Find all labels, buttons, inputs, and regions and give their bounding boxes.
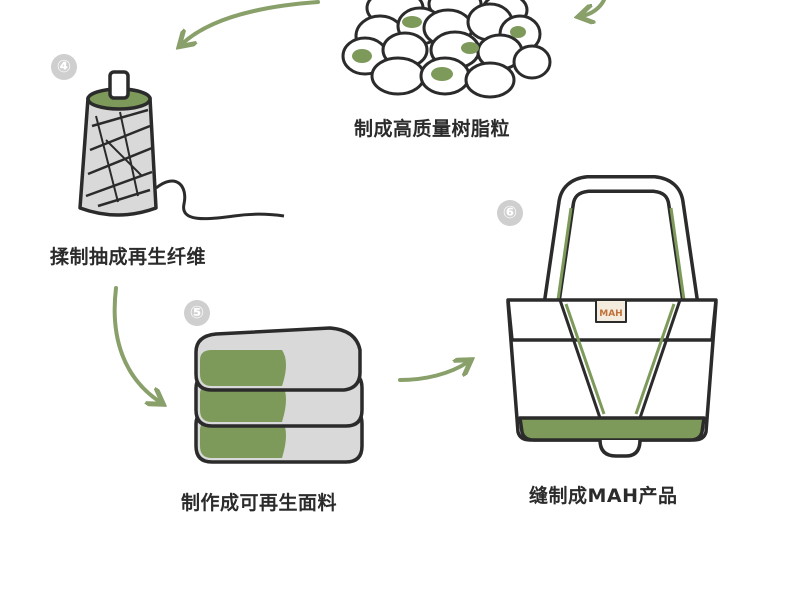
step-5-label: 制作成可再生面料 bbox=[181, 492, 338, 514]
tote-bag-illustration bbox=[506, 175, 718, 458]
arrow-fabric-to-bag bbox=[398, 362, 468, 382]
step-6-label: 缝制成MAH产品 bbox=[529, 485, 678, 507]
fiber-spool-illustration bbox=[78, 70, 285, 221]
step-4-label: 揉制抽成再生纤维 bbox=[50, 246, 207, 268]
arrow-top-left bbox=[182, 0, 320, 44]
bag-tag-text: MAH bbox=[599, 309, 622, 319]
arrow-top-right bbox=[582, 0, 606, 16]
arrow-down-to-fabric bbox=[112, 286, 160, 402]
step-4-badge: ④ bbox=[51, 54, 77, 80]
step-6-badge: ⑥ bbox=[497, 200, 523, 226]
fabric-stack-illustration bbox=[194, 326, 364, 464]
resin-pellets-illustration bbox=[341, 0, 552, 99]
pellets-label: 制成高质量树脂粒 bbox=[354, 118, 511, 140]
step-5-badge: ⑤ bbox=[184, 300, 210, 326]
